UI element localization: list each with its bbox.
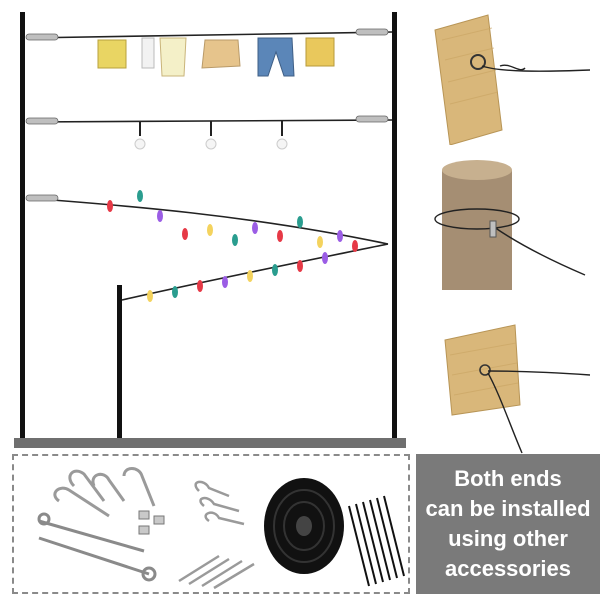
- screw-icon: [178, 480, 255, 590]
- left-post: [20, 12, 25, 442]
- installation-scene: [20, 12, 397, 442]
- installation-caption-box: Both ends can be installed using other a…: [416, 454, 600, 594]
- accessories-kit-box: [12, 454, 410, 594]
- string-lights-line: [25, 115, 393, 150]
- wood-board-icon: [444, 324, 591, 454]
- wood-post-icon: [434, 160, 586, 290]
- nut-icon: [138, 510, 165, 535]
- accessories-kit-illustration: [37, 467, 405, 590]
- turnbuckle-icon: [37, 512, 157, 582]
- hook-icon: [53, 467, 156, 518]
- turnbuckle-right-1: [355, 28, 389, 36]
- wire-spool-icon: [264, 478, 344, 574]
- holiday-lights-icon: [107, 190, 358, 302]
- ground-bar: [14, 438, 406, 448]
- caption-line-2: can be installed: [425, 496, 591, 521]
- right-post: [392, 12, 397, 442]
- caption-line-3: using other: [448, 526, 568, 551]
- light-bulb-icon: [134, 121, 288, 150]
- turnbuckle-left-1: [25, 33, 59, 41]
- caption-line-4: accessories: [445, 556, 571, 581]
- caption-line-1: Both ends: [454, 466, 562, 491]
- cable-tie-icon: [348, 495, 405, 587]
- wood-board-icon: [434, 14, 591, 145]
- clothes-line: [25, 28, 393, 77]
- short-post: [117, 285, 122, 442]
- holiday-lights-line: [25, 190, 389, 302]
- clothes-icon: [97, 37, 335, 77]
